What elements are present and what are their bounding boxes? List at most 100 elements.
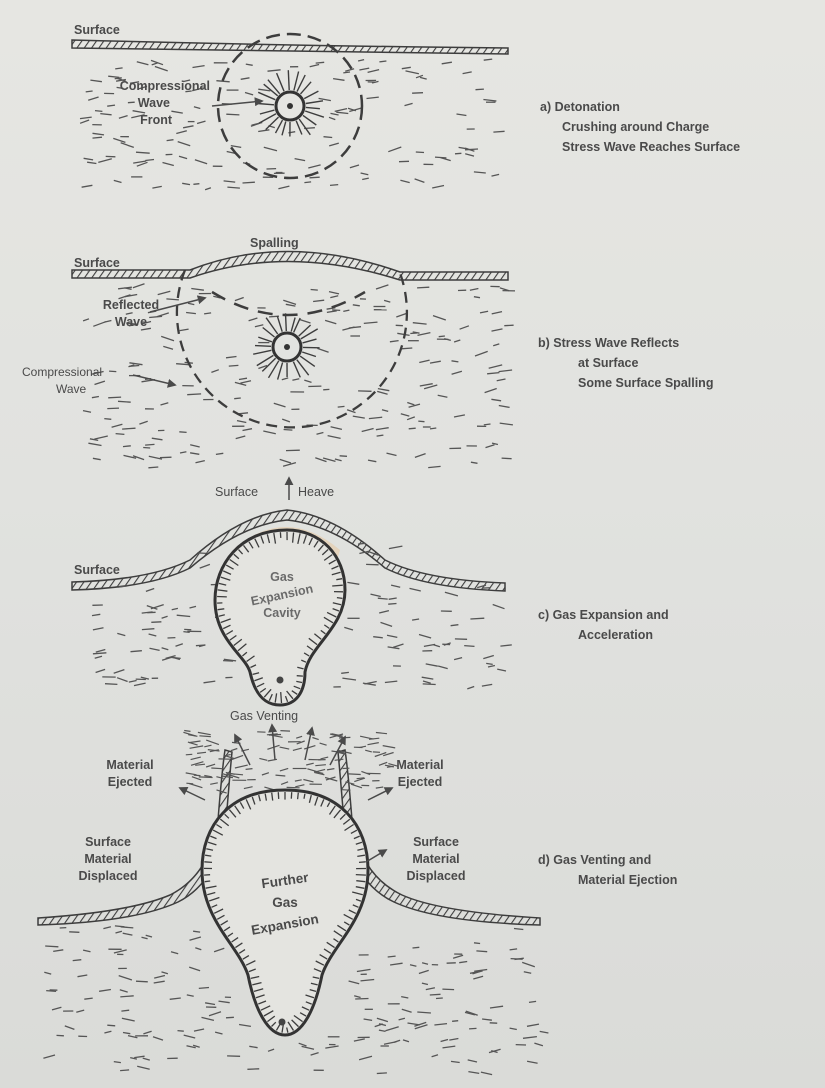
ground-dash [364,322,378,323]
crushing-ray [301,82,312,94]
ground-dash [451,625,459,626]
ground-dash [93,133,105,135]
ground-dash [354,996,360,998]
ground-dash [422,983,428,984]
ground-dash [388,647,400,649]
ground-dash [226,114,239,115]
ground-dash [420,384,433,386]
ground-dash [172,608,178,609]
ground-dash [413,323,427,324]
ground-dash [199,736,210,737]
ground-dash [308,165,320,168]
ground-dash [105,684,117,685]
ground-dash [93,628,104,630]
panel-d-displaced-left-line-3: Displaced [64,868,152,885]
ground-dash [325,320,336,323]
panel-d-ejected-right-label: Material Ejected [380,757,460,791]
ground-dash [84,998,92,999]
ground-dash [401,414,410,416]
ground-dash [194,1029,204,1031]
ground-dash [276,775,286,776]
ground-dash [476,951,487,952]
ground-dash [142,629,155,630]
ground-dash [410,588,421,591]
ground-dash [117,633,125,635]
ground-dash [182,183,190,184]
ground-dash [410,965,416,966]
ground-dash [327,311,337,313]
ground-dash [53,950,63,952]
panel-d-vent-arrow-2 [272,725,275,760]
panel-a-surface-label: Surface [74,22,120,39]
ground-dash [108,397,121,398]
ground-dash [317,348,328,352]
ground-dash [402,1009,412,1012]
ground-dash [390,341,399,342]
panel-b-surface-label: Surface [74,255,120,272]
ground-dash [463,72,472,74]
ground-dash [113,138,125,142]
ground-dash [304,746,315,749]
panel-b-caption-line-3: Some Surface Spalling [538,373,713,393]
panel-b-compressional-line-2: Wave [22,381,102,398]
ground-dash [190,606,197,608]
panel-b-surface [72,251,508,280]
ground-dash [186,783,193,784]
ground-dash [123,933,133,935]
ground-dash [190,746,204,748]
ground-dash [191,289,204,291]
ground-dash [417,287,429,288]
ground-dash [534,1043,543,1046]
ground-dash [493,605,505,609]
ground-dash [384,300,390,302]
ground-dash [184,1035,196,1038]
ground-dash [107,1025,115,1026]
ground-dash [438,395,448,397]
ground-dash [236,436,246,439]
ground-dash [470,289,479,291]
ground-dash [502,458,512,459]
ground-dash [246,769,253,770]
ground-dash [280,747,290,749]
ground-dash [205,1003,215,1005]
panel-d-displaced-arrow-right [366,850,386,862]
rim-hatch [359,862,366,863]
ground-dash [78,975,88,977]
ground-dash [199,988,209,989]
ground-dash [454,415,465,417]
ground-dash [523,1037,537,1039]
ground-dash [281,782,288,785]
ground-dash [406,71,419,74]
ground-dash [210,783,218,785]
ground-dash [122,428,135,429]
ground-dash [328,436,341,439]
ground-dash [154,981,165,983]
panel-d-displaced-left-line-2: Material [64,851,152,868]
panel-c-caption: c) Gas Expansion and Acceleration [538,605,669,645]
ground-dash [226,357,237,358]
ground-dash [452,361,459,362]
ground-dash [442,989,454,990]
ground-dash [83,950,90,952]
ground-dash [412,93,423,94]
ground-dash [215,1032,222,1034]
ground-dash [382,410,388,412]
ground-dash [373,637,383,638]
ground-dash [103,927,111,929]
ground-dash [311,1053,319,1056]
panel-d-gas-venting-label: Gas Venting [230,708,298,725]
crushing-ray [253,350,271,354]
ground-dash [204,745,211,747]
ground-dash [475,351,488,356]
ground-dash [432,186,444,189]
panel-b-charge-dot [284,344,290,350]
ground-dash [353,416,365,418]
panel-a-label-arrow [212,101,262,106]
ground-dash [522,962,535,966]
ground-dash [160,457,172,458]
ground-dash [342,678,356,680]
ground-dash [388,956,396,957]
ground-dash [484,424,491,425]
ground-dash [375,1024,383,1027]
ground-dash [467,687,474,689]
